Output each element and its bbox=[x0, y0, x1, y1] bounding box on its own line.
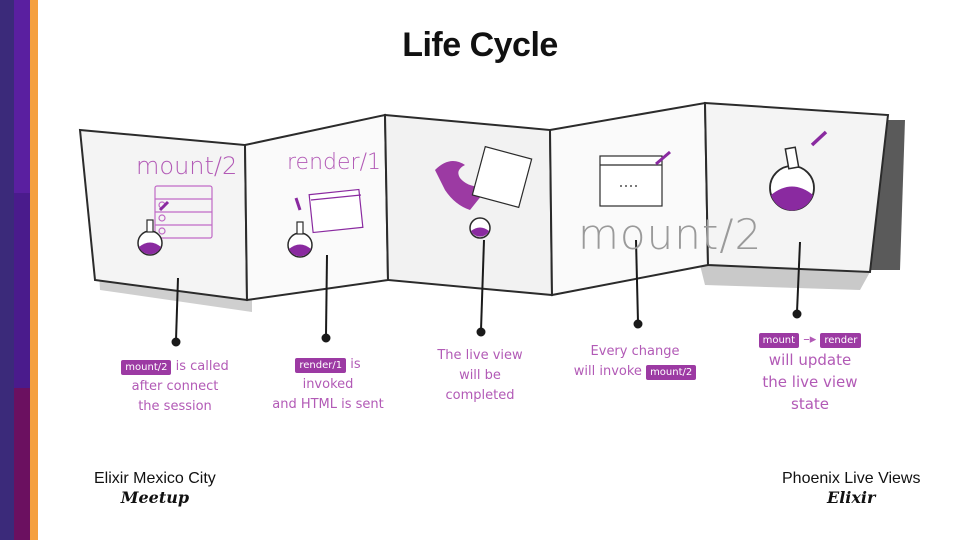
browser-window-icon bbox=[308, 188, 364, 234]
arrow-right-icon: –▸ bbox=[803, 332, 817, 347]
footer-right: Phoenix Live Views Elixir bbox=[782, 470, 920, 507]
panel-1-label: mount/2 bbox=[136, 152, 238, 180]
flask-icon bbox=[769, 130, 828, 211]
footer-left-subtitle: Meetup bbox=[120, 488, 190, 507]
caption-3: The live view will be completed bbox=[437, 348, 523, 403]
panel-4-label: mount/2 bbox=[578, 210, 763, 259]
sidebar-stripe-orange bbox=[30, 0, 38, 540]
flask-icon bbox=[137, 200, 170, 256]
code-tag-mount: mount bbox=[758, 333, 800, 348]
left-sidebar-stripes bbox=[0, 0, 30, 540]
caption-4: Every change will invoke mount/2 bbox=[570, 342, 700, 382]
code-tag: render/1 bbox=[295, 358, 347, 373]
list-box-icon bbox=[154, 185, 213, 239]
footer-right-title: Phoenix Live Views bbox=[782, 470, 921, 487]
browser-window-icon bbox=[471, 145, 533, 209]
flask-icon bbox=[287, 197, 313, 258]
browser-window-icon bbox=[599, 150, 671, 207]
caption-2: render/1 is invoked and HTML is sent bbox=[272, 357, 384, 412]
caption-1: mount/2 is called after connect the sess… bbox=[110, 357, 240, 417]
caption-5: mount –▸ render will update the live vie… bbox=[745, 330, 875, 416]
sidebar-stripe-dark bbox=[0, 0, 14, 540]
pointer-lines bbox=[171, 239, 802, 347]
flask-icon bbox=[469, 217, 491, 239]
slide-title: Life Cycle bbox=[402, 26, 558, 64]
phoenix-icon bbox=[435, 161, 490, 210]
code-tag: mount/2 bbox=[121, 360, 172, 375]
sidebar-stripe-color bbox=[14, 0, 30, 540]
code-tag: mount/2 bbox=[646, 365, 697, 380]
footer-left-title: Elixir Mexico City bbox=[94, 470, 216, 487]
panel-2-label: render/1 bbox=[287, 150, 381, 175]
footer-right-subtitle: Elixir bbox=[827, 488, 876, 507]
footer-left: Elixir Mexico City Meetup bbox=[94, 470, 216, 507]
code-tag-render: render bbox=[820, 333, 862, 348]
